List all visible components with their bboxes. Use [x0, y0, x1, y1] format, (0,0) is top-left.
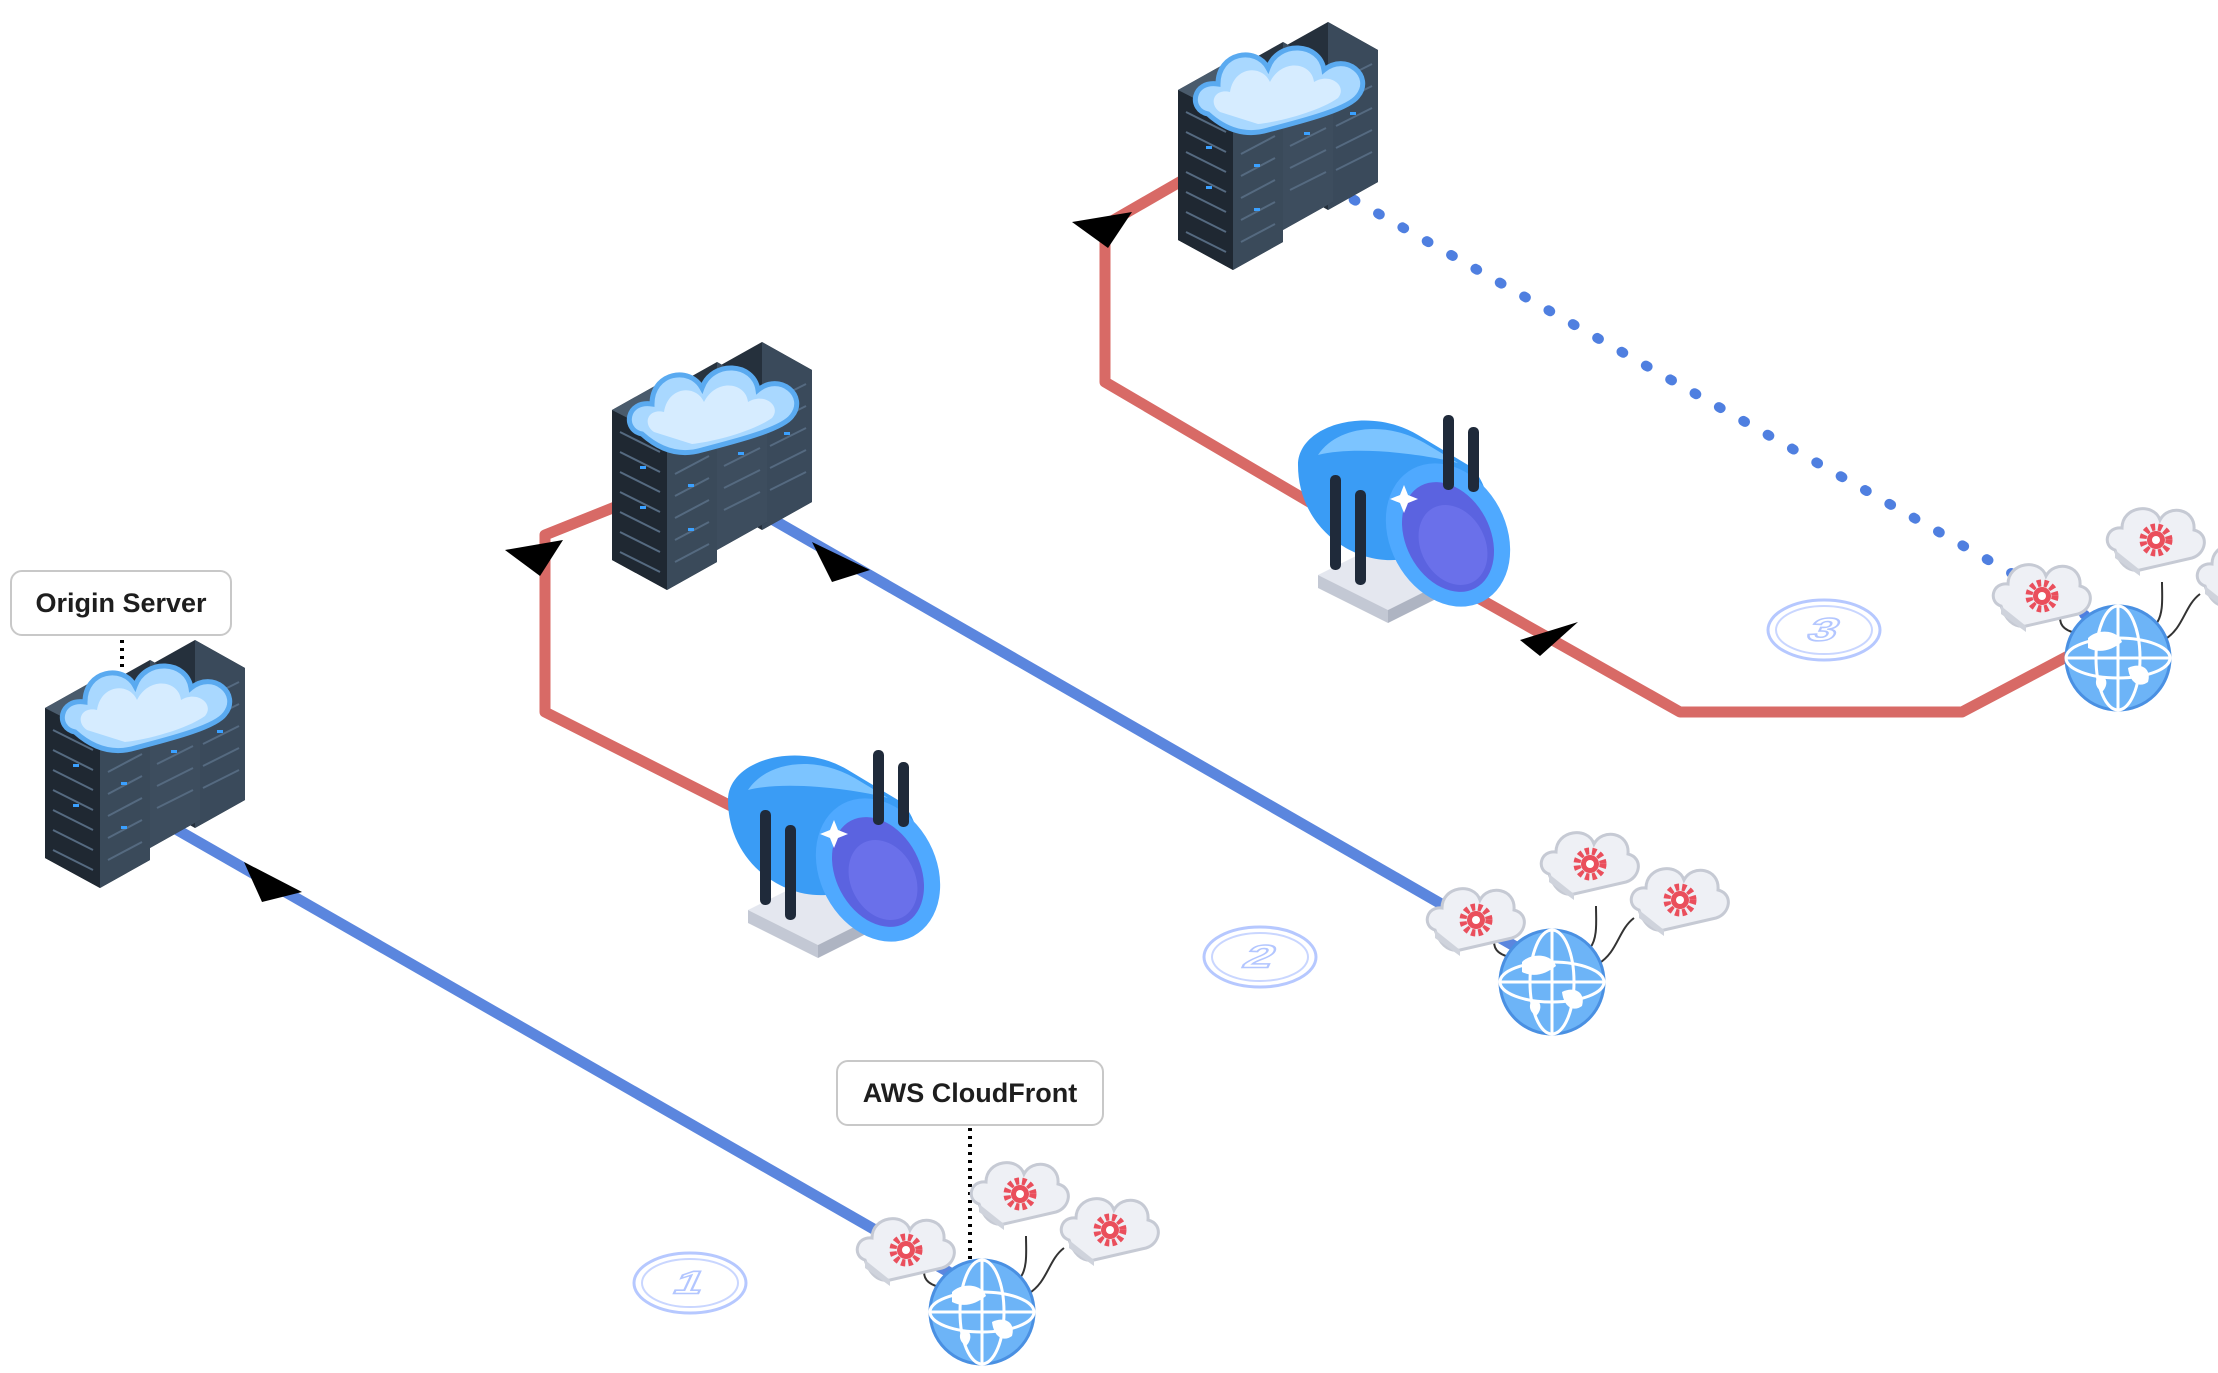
request-line-1 [157, 815, 983, 1295]
origin-shield-icon-3 [1298, 415, 1535, 629]
edge-location-icon-1 [857, 1163, 1158, 1364]
shield-line-2 [539, 499, 738, 813]
origin-shield-icon-2 [728, 750, 965, 964]
arrow-head-2b [812, 542, 870, 582]
arrow-head-2a [505, 540, 563, 576]
dotted-line-3 [1300, 167, 2090, 620]
origin-server-label: Origin Server [10, 570, 232, 636]
origin-server-icon-3 [1178, 22, 1378, 270]
edge-location-icon-2 [1427, 833, 1728, 1034]
arrow-head-3b [1520, 622, 1578, 656]
scenario-number-1: 1 [667, 1265, 712, 1300]
scenario-2: 2 [505, 342, 1728, 1034]
aws-cloudfront-label: AWS CloudFront [836, 1060, 1104, 1126]
arrow-head-1 [244, 862, 302, 902]
scenario-1: 1 [45, 640, 1158, 1364]
origin-server-icon-2 [612, 342, 812, 590]
arrow-head-3a [1072, 212, 1132, 248]
scenario-3: 3 [1072, 22, 2218, 718]
scenario-number-2: 2 [1237, 939, 1282, 974]
scenario-badge-2: 2 [1202, 925, 1318, 989]
scenario-badge-3: 3 [1766, 598, 1882, 662]
scenario-number-3: 3 [1801, 612, 1846, 647]
scenario-badge-1: 1 [632, 1251, 748, 1315]
